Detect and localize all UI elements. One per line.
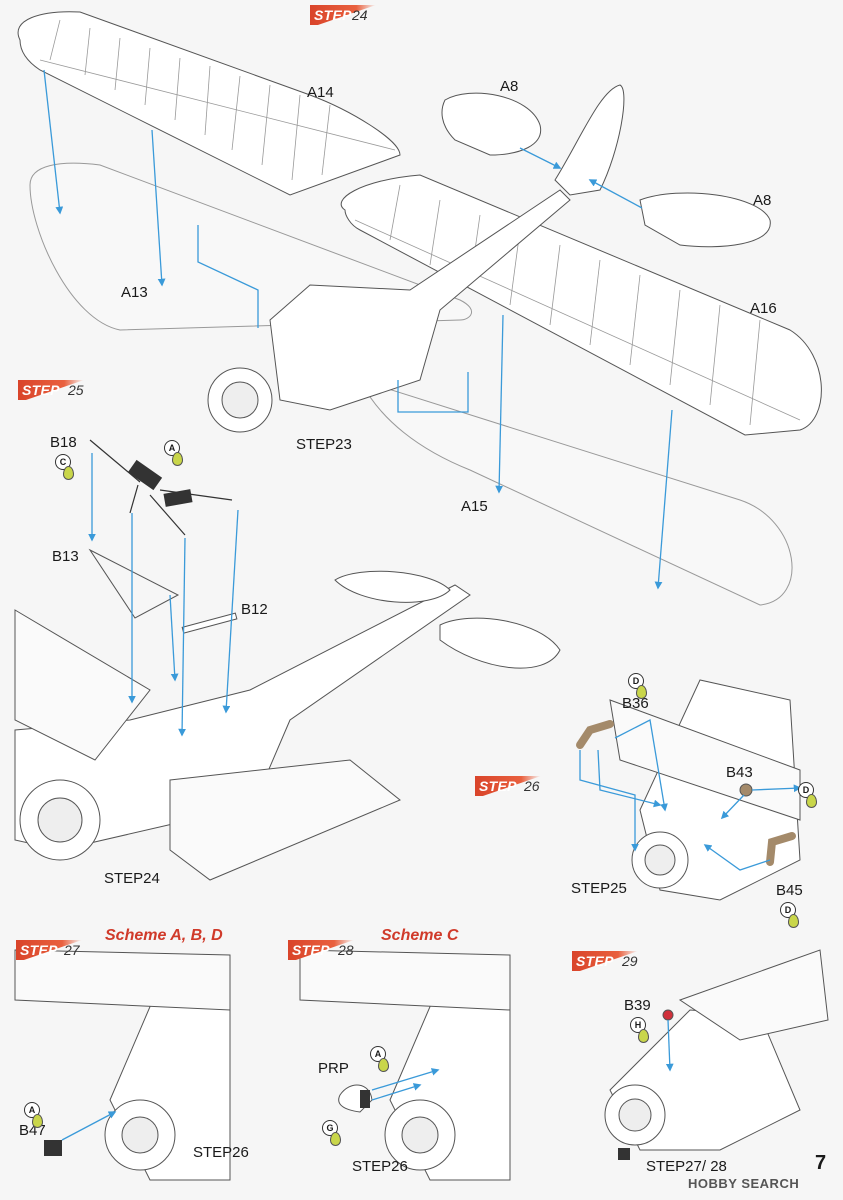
paint-callout-prp-g: G xyxy=(322,1120,341,1146)
label-b13: B13 xyxy=(52,548,79,565)
wing-step27 xyxy=(14,949,231,1011)
paint-callout-b18-a: A xyxy=(164,440,183,466)
label-b45: B45 xyxy=(776,882,803,899)
step26-assembly xyxy=(609,679,801,901)
part-b39 xyxy=(662,1009,674,1021)
part-b47 xyxy=(44,1140,62,1156)
step29-assembly xyxy=(604,949,829,1151)
label-step25: STEP25 xyxy=(571,880,627,897)
step26-arrows xyxy=(579,719,802,871)
step-26-number: 26 xyxy=(524,778,540,794)
strut-b13 xyxy=(88,548,180,619)
label-a15: A15 xyxy=(461,498,488,515)
strut-b12 xyxy=(181,612,238,634)
label-a8-right: A8 xyxy=(753,192,772,209)
label-b43: B43 xyxy=(726,764,753,781)
step-27-number: 27 xyxy=(64,942,80,958)
step-29-number: 29 xyxy=(622,953,638,969)
label-step27-28: STEP27/ 28 xyxy=(646,1158,727,1175)
label-b18: B18 xyxy=(50,434,77,451)
exhaust-b45 xyxy=(766,832,796,866)
step-24-number: 24 xyxy=(352,7,368,23)
label-a16: A16 xyxy=(750,300,777,317)
step25-assembly xyxy=(14,548,561,881)
step-27-prefix: STEP xyxy=(20,942,58,958)
watermark: HOBBY SEARCH xyxy=(688,1176,800,1191)
wing-step25-left xyxy=(14,609,151,761)
label-a13: A13 xyxy=(121,284,148,301)
step28-arrows xyxy=(371,1068,440,1101)
scheme-heading-abd: Scheme A, B, D xyxy=(105,927,223,944)
label-b12: B12 xyxy=(241,601,268,618)
paint-callout-b47-a: A xyxy=(24,1102,43,1128)
step24-arrows xyxy=(43,69,673,590)
step27-arrow xyxy=(61,1111,117,1141)
paint-callout-b36-d: D xyxy=(628,673,647,699)
paint-callout-b39-h: H xyxy=(630,1017,649,1043)
step-26-prefix: STEP xyxy=(479,778,517,794)
elevator-step25 xyxy=(439,617,561,669)
step-25-prefix: STEP xyxy=(22,382,60,398)
label-b39: B39 xyxy=(624,997,651,1014)
elevator-a8-left xyxy=(441,92,542,156)
exhaust-parts xyxy=(576,720,796,866)
wing-step28 xyxy=(299,949,511,1011)
step-25-number: 25 xyxy=(68,382,84,398)
label-prp: PRP xyxy=(318,1060,349,1077)
step24-assembly xyxy=(17,11,822,606)
part-b43 xyxy=(739,783,753,797)
label-step24: STEP24 xyxy=(104,870,160,887)
paint-callout-prp-a: A xyxy=(370,1046,389,1072)
fuselage-step24 xyxy=(269,189,571,411)
label-step26-a: STEP26 xyxy=(193,1144,249,1161)
wing-step29 xyxy=(678,949,829,1041)
step-24-prefix: STEP xyxy=(314,7,352,23)
label-a8-top: A8 xyxy=(500,78,519,95)
label-b36: B36 xyxy=(622,695,649,712)
exhaust-b36 xyxy=(576,720,614,749)
elevator-a8-right xyxy=(639,192,771,248)
scheme-heading-c: Scheme C xyxy=(381,927,459,944)
step28-assembly xyxy=(299,949,511,1181)
part-prp xyxy=(338,1084,373,1113)
wing-part-a14 xyxy=(17,11,401,196)
label-a14: A14 xyxy=(307,84,334,101)
step27-assembly xyxy=(14,949,231,1181)
paint-callout-b45-d: D xyxy=(780,902,799,928)
step-28-number: 28 xyxy=(338,942,354,958)
wing-part-a16 xyxy=(340,174,822,436)
paint-callout-b43-d: D xyxy=(798,782,817,808)
step25-arrows xyxy=(88,453,239,737)
step-29-prefix: STEP xyxy=(576,953,614,969)
wing-part-a15 xyxy=(359,379,793,606)
paint-callout-b18-c: C xyxy=(55,454,74,480)
step29-arrow xyxy=(665,1019,674,1072)
label-step23: STEP23 xyxy=(296,436,352,453)
step-28-prefix: STEP xyxy=(292,942,330,958)
page-number: 7 xyxy=(815,1152,827,1174)
label-step26-b: STEP26 xyxy=(352,1158,408,1175)
strut-b18-assembly xyxy=(89,439,233,536)
tail-step25 xyxy=(334,570,451,603)
wing-step25-right xyxy=(169,759,401,881)
part-small-box xyxy=(618,1148,630,1160)
tail-fin xyxy=(554,84,625,196)
